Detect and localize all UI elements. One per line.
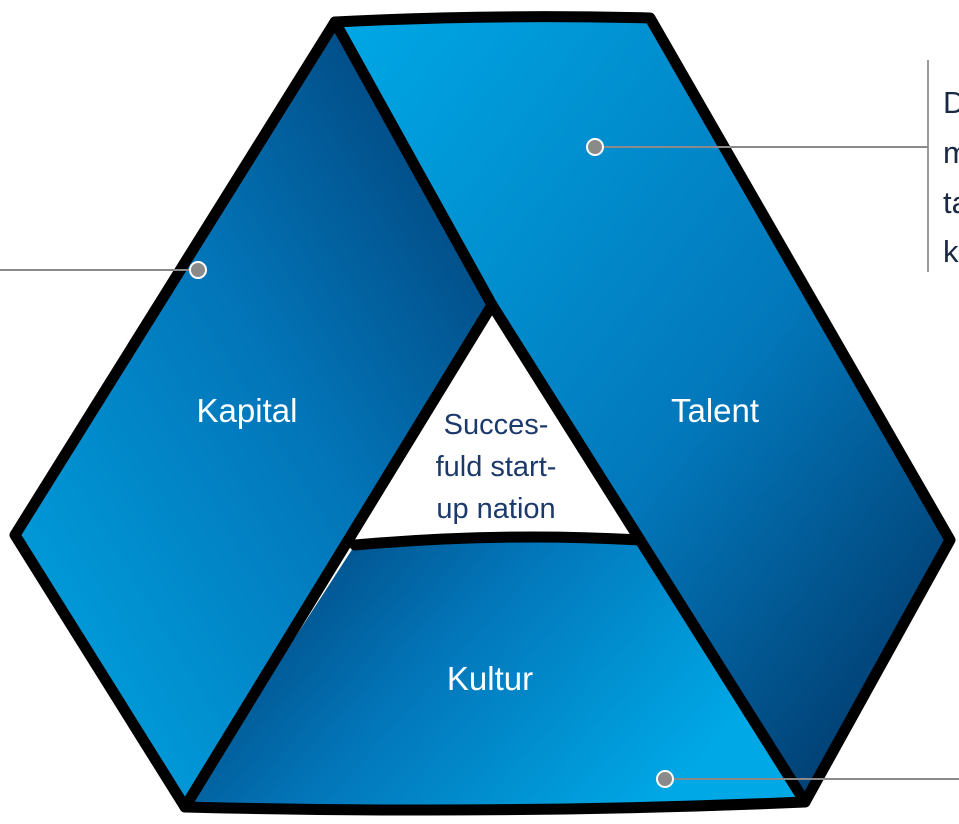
kultur-top-edge: [349, 531, 646, 551]
kultur-left-edge: [179, 299, 498, 813]
talent-label: Talent: [671, 392, 759, 429]
kultur-segment: [185, 536, 805, 811]
kultur-label: Kultur: [447, 660, 533, 697]
outer-outline: [9, 11, 956, 816]
kultur-callout-dot: [656, 770, 674, 788]
right-callout-text-1: D: [943, 85, 959, 120]
right-callout-text-3: ta: [943, 185, 959, 220]
center-line-2: fuld start-: [436, 451, 557, 483]
right-callout-text-2: m: [943, 135, 959, 170]
talent-inner-edge: [486, 299, 811, 808]
kapital-segment: [15, 22, 492, 807]
kapital-label: Kapital: [197, 392, 298, 429]
right-callout-text-4: k: [943, 234, 959, 269]
center-line-1: Succes-: [444, 409, 549, 441]
kapital-inner-edge: [329, 16, 498, 311]
kapital-callout-dot: [189, 261, 207, 279]
center-triangle: [355, 305, 640, 545]
center-line-3: up nation: [436, 493, 555, 525]
talent-segment: [335, 18, 950, 802]
talent-callout-dot: [586, 138, 604, 156]
